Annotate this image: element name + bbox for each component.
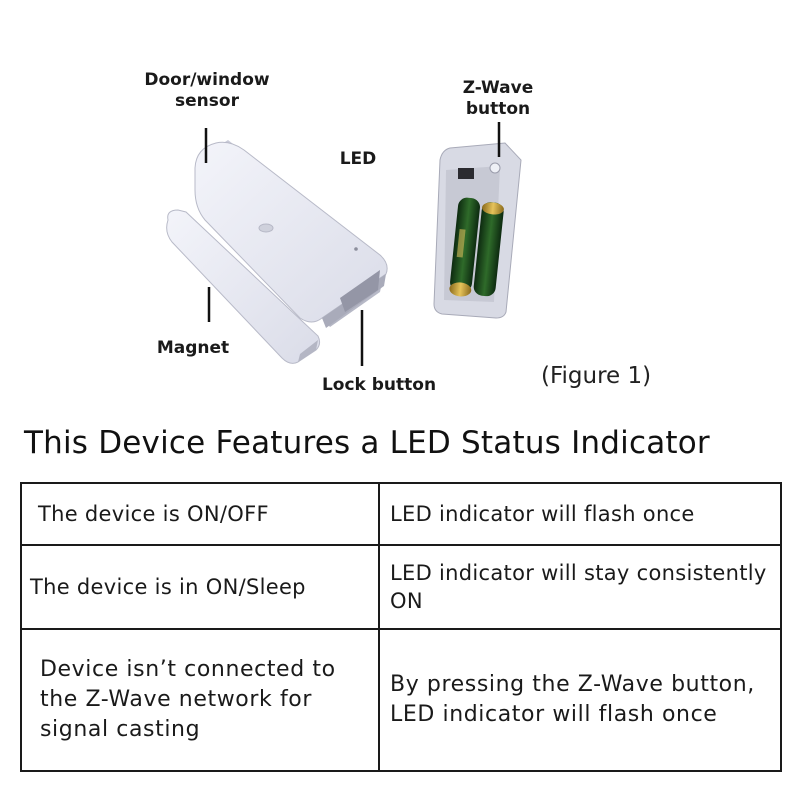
open-sensor-with-batteries: [433, 142, 522, 319]
label-door-window-sensor: Door/window sensor: [144, 70, 270, 111]
led-status-table: The device is ON/OFF LED indicator will …: [20, 482, 782, 772]
table-row: The device is in ON/Sleep LED indicator …: [20, 544, 782, 630]
magnet: [166, 209, 321, 364]
led-dot: [354, 247, 358, 251]
section-heading: This Device Features a LED Status Indica…: [24, 425, 710, 461]
label-lock-button: Lock button: [321, 375, 437, 395]
product-figure: Door/window sensor LED Z-Wave button Mag…: [144, 70, 652, 395]
indication-cell: LED indicator will stay consistently ON: [378, 544, 782, 630]
condition-cell: Device isn’t connected to the Z-Wave net…: [20, 628, 380, 772]
door-window-sensor: [194, 140, 388, 328]
table-row: Device isn’t connected to the Z-Wave net…: [20, 628, 782, 772]
condition-cell: The device is in ON/Sleep: [20, 544, 380, 630]
condition-cell: The device is ON/OFF: [20, 482, 380, 546]
table-row: The device is ON/OFF LED indicator will …: [20, 482, 782, 546]
figure-caption: (Figure 1): [541, 363, 652, 389]
indication-cell: LED indicator will flash once: [378, 482, 782, 546]
label-led: LED: [339, 149, 377, 169]
callout-lines: [204, 122, 501, 366]
label-zwave-button: Z-Wave button: [462, 78, 534, 119]
zwave-button-dot: [489, 162, 501, 174]
label-magnet: Magnet: [156, 338, 230, 358]
indication-cell: By pressing the Z-Wave button, LED indic…: [378, 628, 782, 772]
device-illustration: [166, 122, 522, 366]
